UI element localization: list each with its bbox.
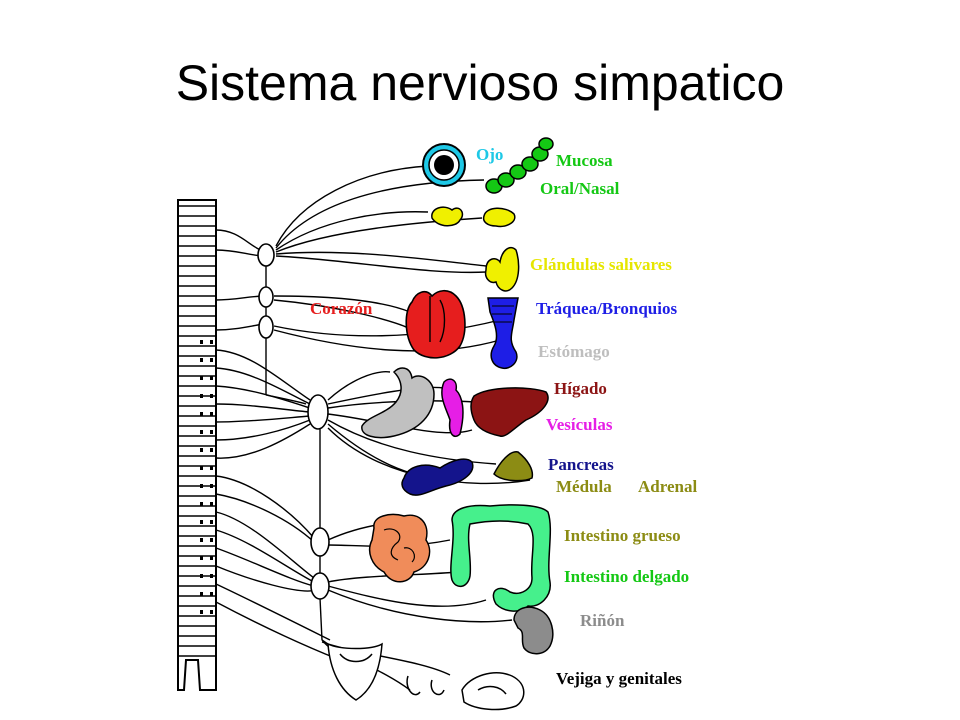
oral-nasal-glands [431, 206, 516, 228]
bladder-genitals-organ [327, 642, 525, 711]
adrenal-organ [493, 451, 534, 482]
nerve-root-mark [200, 520, 203, 524]
nerve-root-mark [200, 538, 203, 542]
label-rinon: Riñón [580, 611, 625, 630]
label-ojo: Ojo [476, 145, 503, 164]
superior-mesenteric-ganglion [310, 527, 330, 557]
nerve-root-mark [210, 574, 213, 578]
large-intestine-organ [450, 504, 552, 612]
label-pancreas: Pancreas [548, 455, 614, 474]
stomach-organ [361, 367, 435, 439]
slide-title: Sistema nervioso simpatico [175, 55, 785, 111]
nerve-root-mark [210, 412, 213, 416]
nerve-root-mark [200, 610, 203, 614]
kidney-organ [513, 606, 554, 655]
nerve-root-mark [210, 502, 213, 506]
nerve-root-mark [200, 394, 203, 398]
organ-labels: Ojo Mucosa Oral/Nasal Glándulas salivare… [310, 145, 697, 688]
nerve-root-mark [210, 556, 213, 560]
nerve-root-mark [210, 610, 213, 614]
nerve-root-mark [200, 448, 203, 452]
gallbladder-organ [441, 378, 464, 438]
label-higado: Hígado [554, 379, 607, 398]
nerve-root-mark [200, 574, 203, 578]
heart-organ [405, 289, 466, 359]
label-intestino-grueso: Intestino grueso [564, 526, 681, 545]
pancreas-organ [401, 458, 474, 496]
small-intestine-organ [368, 513, 431, 583]
inferior-mesenteric-ganglion [310, 572, 330, 600]
nerve-root-mark [200, 376, 203, 380]
mucosa-organ [485, 137, 554, 194]
label-intestino-delgado: Intestino delgado [564, 567, 689, 586]
nerve-root-mark [210, 466, 213, 470]
middle-cervical-ganglion [258, 286, 274, 308]
spinal-column [177, 199, 217, 691]
nerve-root-mark [210, 448, 213, 452]
label-estomago: Estómago [538, 342, 610, 361]
label-glandulas-salivares: Glándulas salivares [530, 255, 672, 274]
label-medula: Médula [556, 477, 612, 496]
label-mucosa: Mucosa [556, 151, 613, 170]
nerve-root-mark [200, 358, 203, 362]
label-adrenal: Adrenal [638, 477, 697, 496]
label-traquea-bronquios: Tráquea/Bronquios [536, 299, 677, 318]
nerve-root-mark [210, 376, 213, 380]
salivary-gland-organ [484, 246, 520, 292]
nerve-root-mark [210, 340, 213, 344]
inferior-cervical-ganglion [258, 315, 274, 339]
nerve-root-mark [210, 592, 213, 596]
celiac-ganglion [307, 394, 329, 430]
nerve-root-mark [210, 520, 213, 524]
nerve-root-mark [200, 592, 203, 596]
nerve-root-mark [200, 340, 203, 344]
nerve-root-mark [210, 358, 213, 362]
liver-organ [470, 387, 549, 437]
nerve-root-mark [210, 430, 213, 434]
sympathetic-ganglia [257, 243, 330, 600]
eye-organ [422, 143, 466, 187]
label-vesiculas: Vesículas [546, 415, 613, 434]
nerve-root-mark [200, 430, 203, 434]
nerve-root-mark [210, 394, 213, 398]
superior-cervical-ganglion [257, 243, 275, 267]
trachea-organ [487, 297, 519, 370]
nerve-root-mark [210, 538, 213, 542]
nerve-root-mark [200, 484, 203, 488]
label-vejiga-genitales: Vejiga y genitales [556, 669, 682, 688]
label-oral-nasal: Oral/Nasal [540, 179, 620, 198]
label-corazon: Corazón [310, 299, 373, 318]
nerve-root-mark [200, 502, 203, 506]
nerve-root-mark [210, 484, 213, 488]
nerve-root-mark [200, 556, 203, 560]
nerve-root-mark [200, 412, 203, 416]
nerve-root-mark [200, 466, 203, 470]
